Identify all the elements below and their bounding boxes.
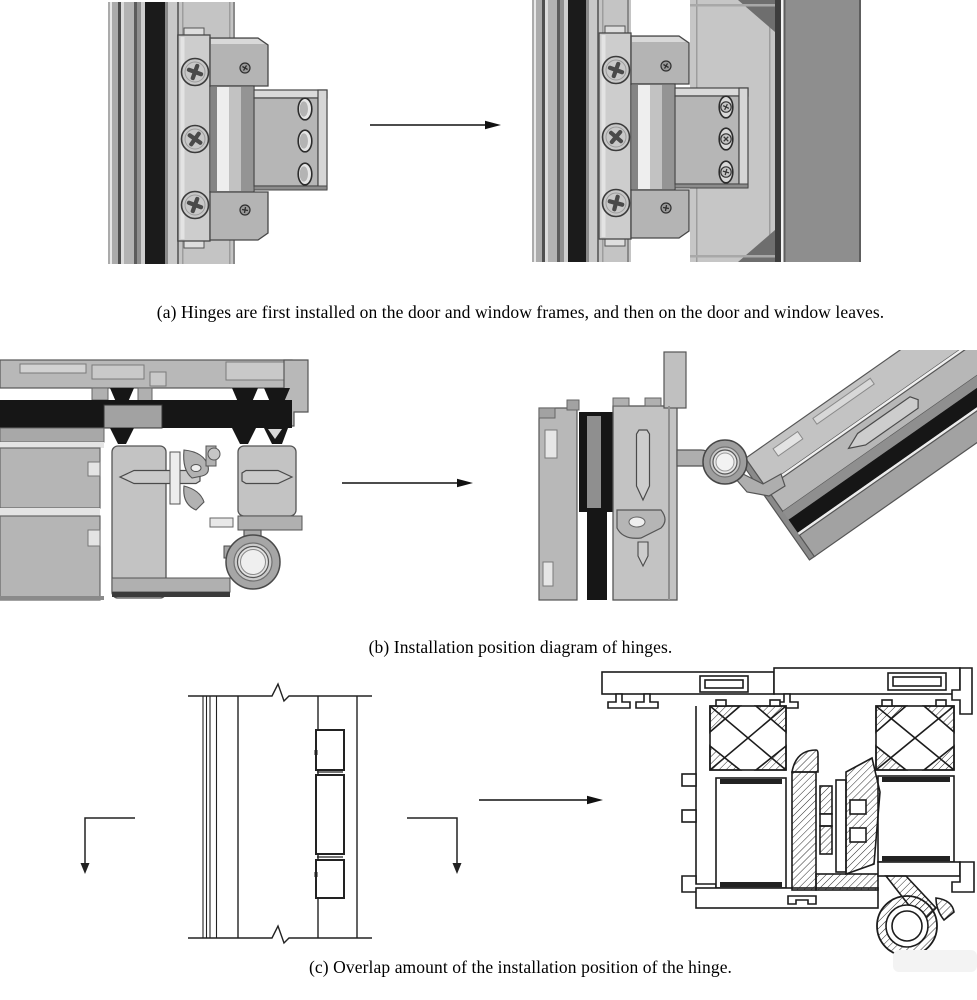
- gasket-band: [788, 350, 977, 533]
- glazing-panel: [877, 775, 955, 863]
- hinge-knuckle: [225, 534, 281, 590]
- hinge-clamp-assembly: [791, 749, 881, 891]
- wing-hole-screwed: [718, 95, 734, 119]
- hinge-open-arm: [676, 439, 786, 497]
- top-left-rail: [601, 671, 775, 709]
- bottom-left-rail: [695, 887, 879, 909]
- cad-section: [601, 667, 975, 957]
- phillips-screw-icon: [601, 188, 631, 218]
- top-right-rail: [773, 667, 973, 715]
- hinge-leaf-outline: [315, 729, 345, 899]
- wing-hole-screwed: [718, 160, 734, 184]
- screw-channel: [635, 429, 651, 502]
- hinge-frame-plate: [177, 27, 211, 249]
- hinge-knuckle: [876, 875, 955, 957]
- phillips-screw-icon: [601, 55, 631, 85]
- caption-a: (a) Hinges are first installed on the do…: [156, 302, 885, 322]
- figure-b-hinge-section-open: [538, 350, 977, 601]
- caption-c: (c) Overlap amount of the installation p…: [308, 957, 733, 977]
- small-screw-icon: [239, 62, 251, 74]
- wing-hole: [297, 129, 313, 153]
- frame-leaf-section: [0, 359, 309, 601]
- watermark-smudge: [893, 950, 977, 972]
- phillips-screw-icon: [180, 190, 210, 220]
- right-leaf-bottom-rail: [877, 861, 975, 893]
- phillips-screw-icon: [180, 124, 210, 154]
- figure-a-hinge-on-frame-and-leaf: [532, 0, 861, 262]
- caption-b: (b) Installation position diagram of hin…: [368, 637, 673, 657]
- hinge-knuckle-column: [209, 37, 269, 241]
- small-screw-icon: [660, 202, 672, 214]
- hinge-wing-plate: [674, 87, 749, 189]
- wing-hole: [297, 97, 313, 121]
- hinge-knuckle: [702, 439, 748, 485]
- small-screw-icon: [660, 60, 672, 72]
- hinge-frame-plate: [598, 25, 632, 247]
- leaf-section-open: [739, 350, 977, 561]
- arrow-right-icon: [370, 120, 501, 130]
- frame-section: [538, 351, 687, 601]
- break-symbol-bottom: [188, 924, 372, 945]
- section-cut-marker-right: [407, 817, 462, 874]
- figure-b-hinge-section-closed: [0, 359, 309, 601]
- phillips-screw-icon: [601, 122, 631, 152]
- wing-hole: [297, 162, 313, 186]
- screw-channel: [637, 541, 649, 568]
- hinge-wing-plate: [253, 89, 328, 191]
- section-cut-marker-left: [80, 817, 135, 874]
- wing-hole-screwed: [718, 127, 734, 151]
- leaf-slab: [783, 0, 861, 262]
- screw-channel: [241, 469, 294, 485]
- arrow-right-icon: [342, 478, 473, 488]
- thermal-break-square: [709, 699, 787, 771]
- figure-c-hinge-section-cad: [601, 667, 975, 957]
- break-symbol-top: [188, 682, 372, 703]
- hinge-section: [111, 445, 303, 599]
- gasket-band: [568, 0, 586, 262]
- arrow-right-icon: [479, 795, 603, 805]
- figure-c-hinge-elevation: [80, 682, 462, 945]
- hinge-elevation: [188, 682, 372, 945]
- hinge-knuckle-column: [630, 35, 690, 239]
- phillips-screw-icon: [180, 57, 210, 87]
- small-screw-icon: [239, 204, 251, 216]
- glazing-panel: [715, 777, 787, 889]
- thermal-break-square: [875, 699, 955, 771]
- figure-a-hinge-on-frame: [108, 2, 328, 264]
- gasket-band: [145, 2, 165, 264]
- screw-channel: [847, 396, 919, 450]
